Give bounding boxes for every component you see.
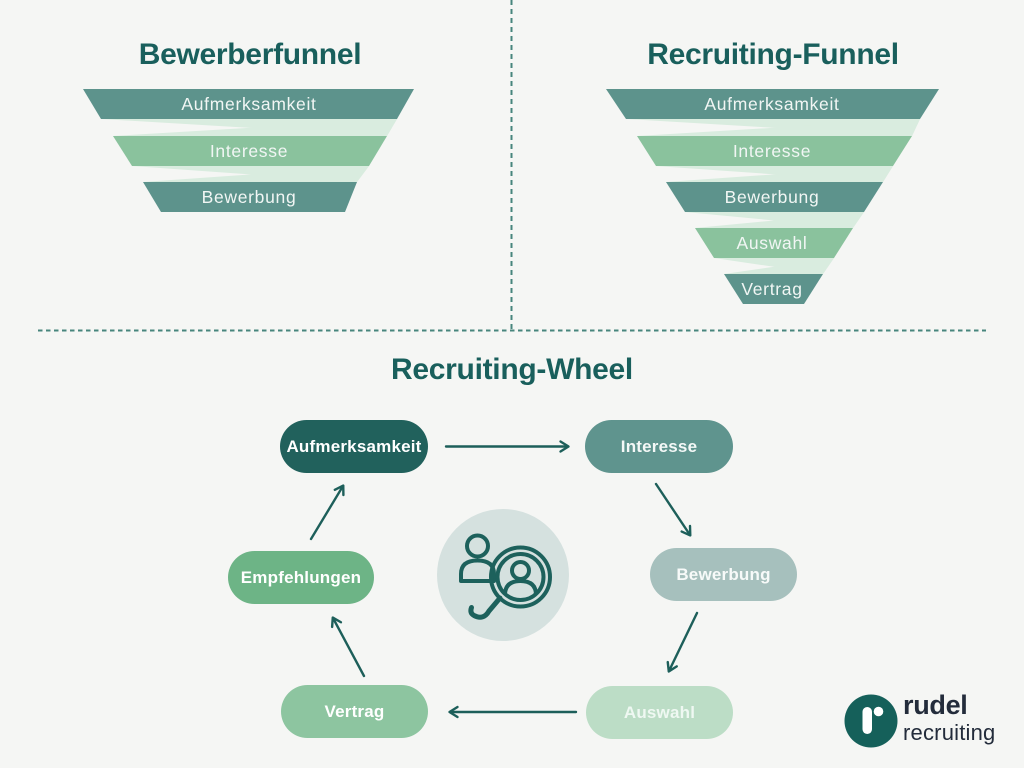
arrow-empfehlungen-to-aufmerksamkeit	[309, 484, 345, 541]
wheel-step-vertrag: Vertrag	[281, 685, 428, 738]
funnel-tier-vertrag	[724, 274, 823, 304]
wheel-arrows	[309, 440, 699, 719]
funnel-tier-label: Interesse	[210, 141, 288, 161]
funnel-tier-label: Aufmerksamkeit	[704, 94, 839, 114]
funnel-wedge	[637, 119, 920, 136]
rudel-logo-wordmark: rudel recruiting	[903, 692, 995, 744]
funnel-wedge	[143, 166, 369, 182]
wheel-step-empfehlungen: Empfehlungen	[228, 551, 374, 604]
wheel-step-bewerbung: Bewerbung	[650, 548, 797, 601]
funnel-wedge	[695, 212, 864, 228]
arrow-vertrag-to-empfehlungen	[330, 616, 366, 678]
person-search-icon	[459, 533, 552, 620]
wheel-step-interesse: Interesse	[585, 420, 733, 473]
funnel-tier-bewerbung	[666, 182, 883, 212]
funnel-tier-interesse	[113, 136, 387, 166]
funnel-tier-label: Bewerbung	[202, 187, 297, 207]
recruiting-funnel-diagram: Aufmerksamkeit Interesse Bewerbung Auswa…	[606, 89, 939, 304]
funnel-tier-auswahl	[695, 228, 853, 258]
wheel-title: Recruiting-Wheel	[391, 353, 633, 386]
funnel-tier-label: Interesse	[733, 141, 811, 161]
magnifier-icon	[468, 545, 552, 620]
funnel-wedge	[666, 166, 893, 182]
funnel-wedge	[724, 258, 834, 274]
funnel-tier-label: Aufmerksamkeit	[181, 94, 316, 114]
funnel-tier-interesse	[637, 136, 912, 166]
logo-r-stem	[862, 707, 872, 734]
left-funnel-title: Bewerberfunnel	[138, 38, 362, 71]
right-funnel-title: Recruiting-Funnel	[647, 38, 899, 71]
person-icon	[459, 533, 496, 583]
logo-brand-name: rudel	[903, 690, 968, 720]
funnel-tier-bewerbung	[143, 182, 357, 212]
logo-r-dot	[873, 706, 884, 717]
arrow-bewerbung-to-auswahl	[666, 611, 699, 673]
funnel-tier-aufmerksamkeit	[83, 89, 414, 119]
wheel-step-aufmerksamkeit: Aufmerksamkeit	[280, 420, 428, 473]
funnel-tier-label: Vertrag	[741, 279, 802, 299]
funnel-wedge	[113, 119, 397, 136]
wheel-step-auswahl: Auswahl	[586, 686, 733, 739]
bewerberfunnel-diagram: Aufmerksamkeit Interesse Bewerbung	[83, 89, 414, 212]
logo-tagline: recruiting	[903, 720, 996, 745]
rudel-logo-mark	[844, 694, 898, 748]
funnel-tier-label: Bewerbung	[725, 187, 820, 207]
arrow-interesse-to-bewerbung	[654, 482, 692, 537]
funnel-tier-aufmerksamkeit	[606, 89, 939, 119]
funnel-tier-label: Auswahl	[736, 233, 807, 253]
